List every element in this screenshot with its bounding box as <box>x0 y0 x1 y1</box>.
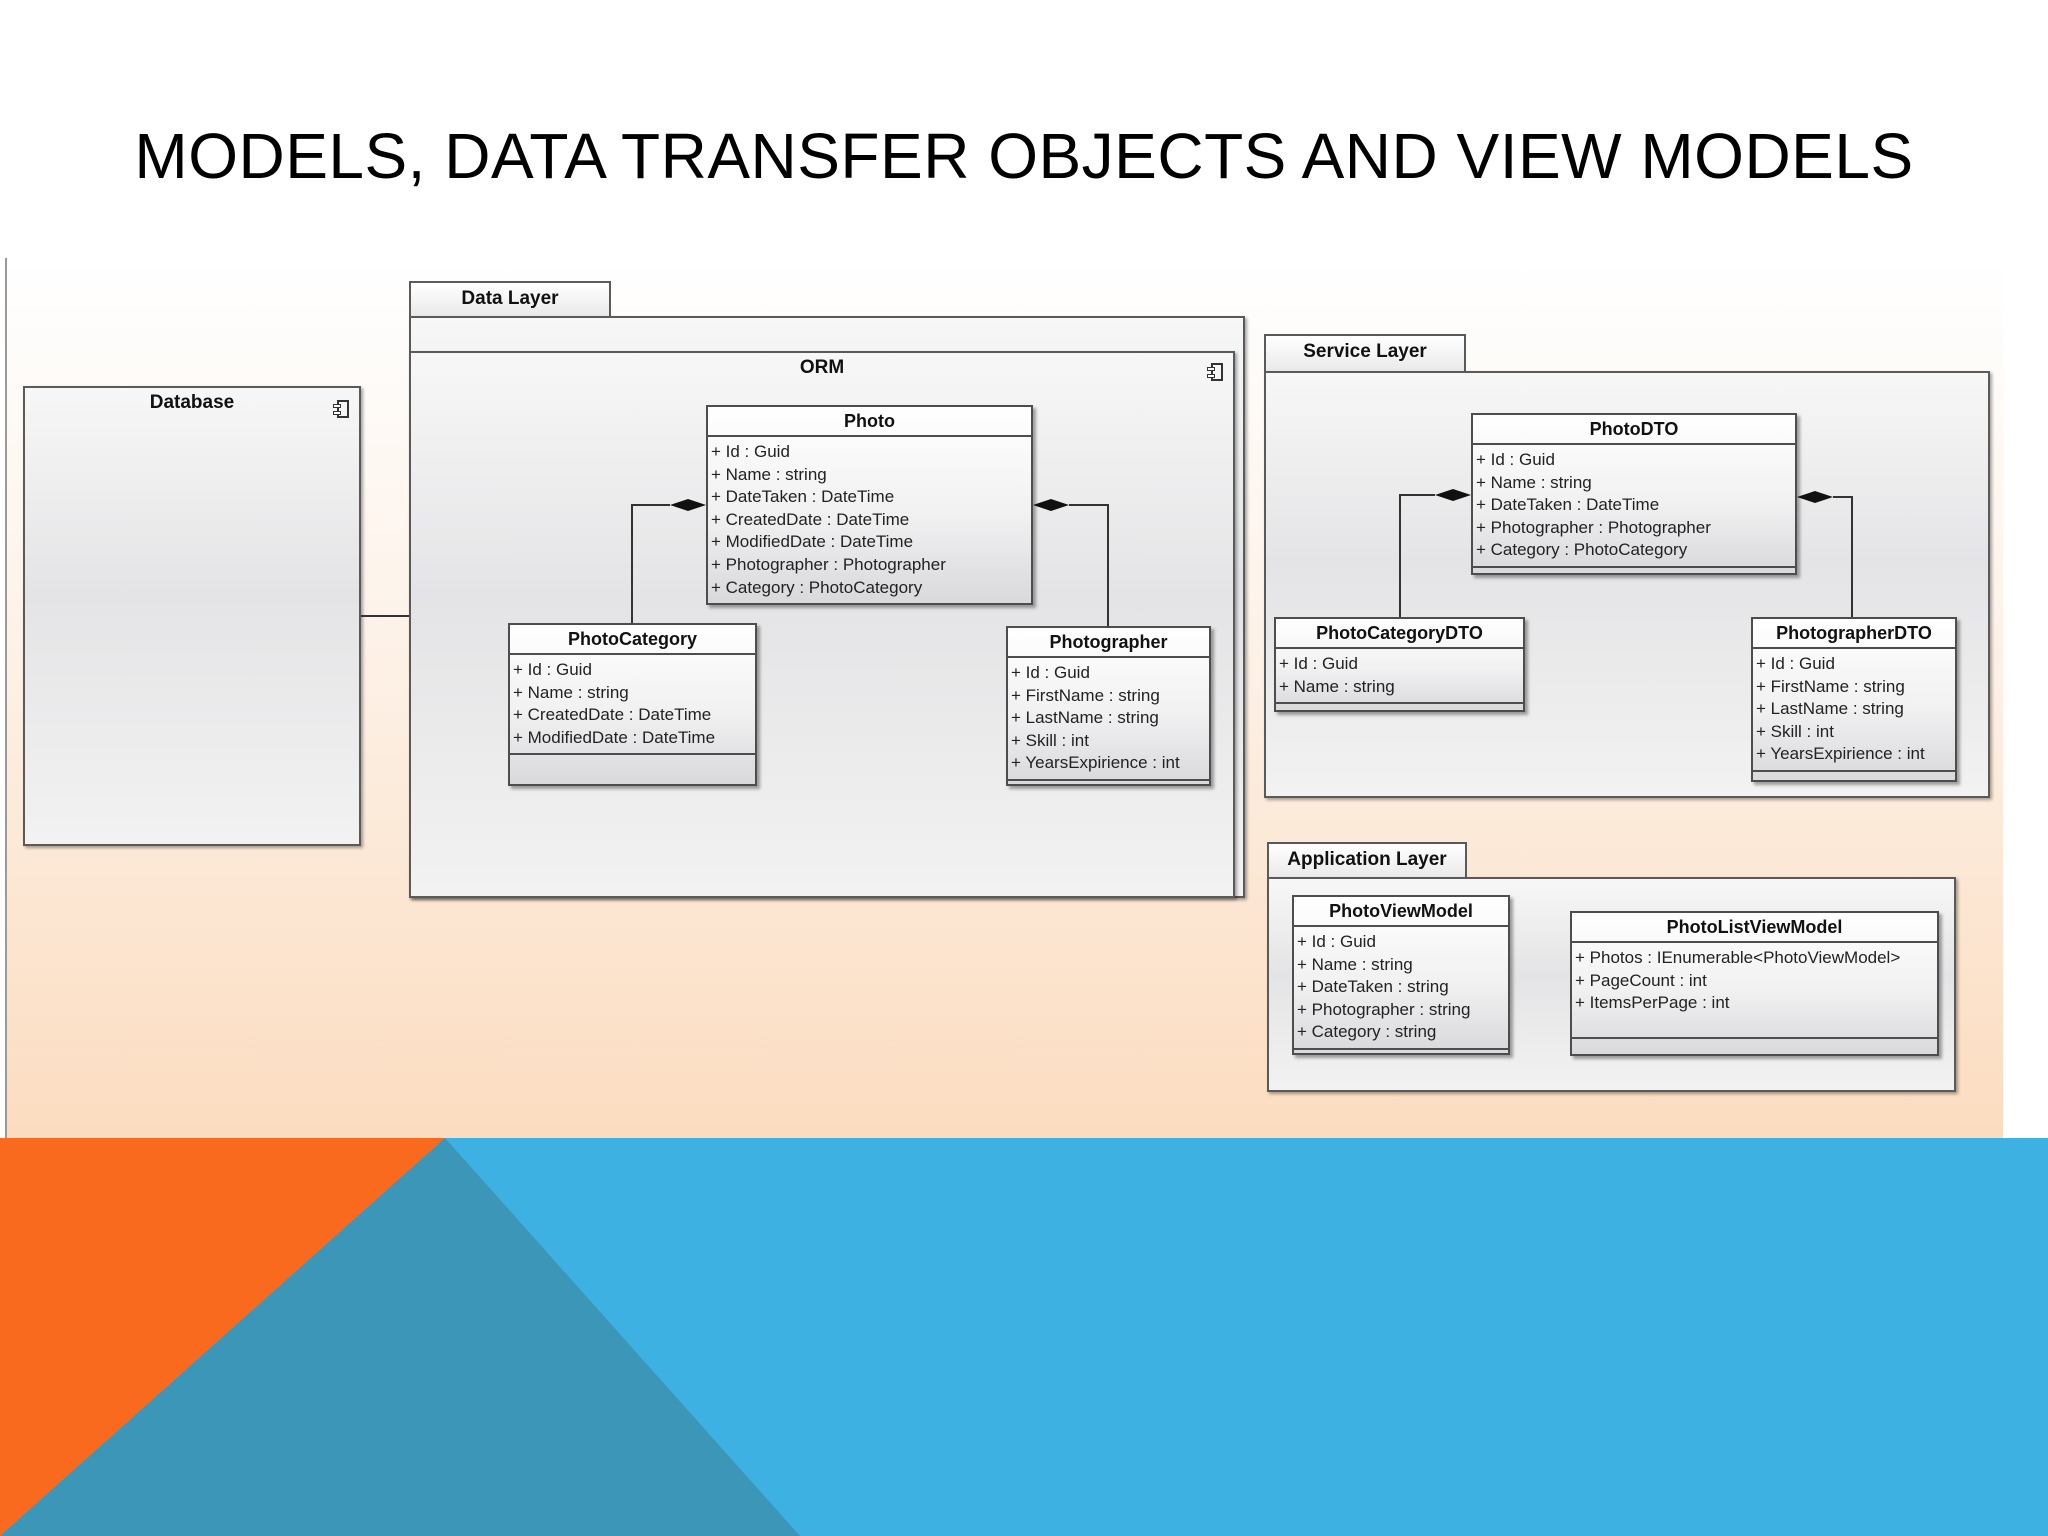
attribute: + CreatedDate : DateTime <box>513 705 712 725</box>
attribute: + Id : Guid <box>513 660 592 679</box>
operations-compartment <box>1473 568 1795 576</box>
slide-title: MODELS, DATA TRANSFER OBJECTS AND VIEW M… <box>134 120 1914 192</box>
attribute: + LastName : string <box>1756 699 1904 719</box>
attribute: + CreatedDate : DateTime <box>711 509 910 529</box>
class-name: Photo <box>708 407 1031 437</box>
data-layer-tab[interactable]: Data Layer <box>409 281 611 317</box>
attribute: + Id : Guid <box>711 442 790 461</box>
attribute: + Id : Guid <box>1476 450 1555 469</box>
class-name: PhotoDTO <box>1473 415 1795 445</box>
diagram-left-edge <box>5 258 7 1138</box>
attribute: + Skill : int <box>1011 730 1089 750</box>
database-component[interactable]: Database <box>23 386 361 846</box>
attribute-list: + Id : Guid + FirstName : string + LastN… <box>1753 649 1955 772</box>
service-layer-tab[interactable]: Service Layer <box>1264 334 1466 372</box>
attribute: + YearsExpirience : int <box>1756 744 1925 764</box>
application-layer-tab[interactable]: Application Layer <box>1267 842 1467 878</box>
operations-compartment <box>510 755 755 763</box>
orm-label: ORM <box>799 357 845 378</box>
attribute: + Photographer : string <box>1297 999 1471 1019</box>
attribute-list: + Id : Guid + Name : string + DateTaken … <box>1473 445 1795 568</box>
attribute: + LastName : string <box>1011 708 1159 728</box>
attribute: + FirstName : string <box>1011 685 1160 705</box>
component-icon <box>1207 363 1223 381</box>
class-photo-list-view-model[interactable]: PhotoListViewModel + Photos : IEnumerabl… <box>1570 911 1939 1056</box>
attribute: + Id : Guid <box>1756 654 1835 673</box>
class-photo-category-dto[interactable]: PhotoCategoryDTO + Id : Guid + Name : st… <box>1274 617 1525 712</box>
attribute: + Name : string <box>1279 676 1395 696</box>
class-photo-dto[interactable]: PhotoDTO + Id : Guid + Name : string + D… <box>1471 413 1797 575</box>
attribute: + Skill : int <box>1756 721 1834 741</box>
class-photo[interactable]: Photo + Id : Guid + Name : string + Date… <box>706 405 1033 606</box>
attribute: + PageCount : int <box>1575 970 1707 990</box>
attribute: + Name : string <box>1297 954 1413 974</box>
attribute: + Id : Guid <box>1297 932 1376 951</box>
attribute: + Category : PhotoCategory <box>1476 540 1688 560</box>
class-name: Photographer <box>1008 628 1209 658</box>
class-photo-category[interactable]: PhotoCategory + Id : Guid + Name : strin… <box>508 623 757 786</box>
attribute: + ItemsPerPage : int <box>1575 993 1730 1013</box>
operations-compartment <box>1008 781 1209 789</box>
attribute: + Id : Guid <box>1011 663 1090 682</box>
class-photographer[interactable]: Photographer + Id : Guid + FirstName : s… <box>1006 626 1211 786</box>
attribute: + Photographer : Photographer <box>1476 517 1711 537</box>
class-photographer-dto[interactable]: PhotographerDTO + Id : Guid + FirstName … <box>1751 617 1957 782</box>
attribute: + FirstName : string <box>1756 676 1905 696</box>
class-name: PhotoCategoryDTO <box>1276 619 1523 649</box>
attribute: + DateTaken : string <box>1297 977 1449 997</box>
operations-compartment <box>1276 704 1523 712</box>
attribute: + ModifiedDate : DateTime <box>711 532 914 552</box>
attribute: + Photos : IEnumerable<PhotoViewModel> <box>1575 948 1901 967</box>
attribute-list: + Id : Guid + Name : string + CreatedDat… <box>510 655 755 756</box>
attribute-list: + Id : Guid + Name : string + DateTaken … <box>1294 927 1508 1050</box>
footer-teal-shape <box>0 1138 800 1536</box>
class-name: PhotoViewModel <box>1294 897 1508 927</box>
attribute: + Name : string <box>1476 472 1592 492</box>
attribute-list: + Id : Guid + Name : string + DateTaken … <box>708 437 1031 606</box>
attribute: + Category : PhotoCategory <box>711 577 923 597</box>
attribute-list: + Id : Guid + Name : string <box>1276 649 1523 705</box>
attribute-list: + Id : Guid + FirstName : string + LastN… <box>1008 658 1209 781</box>
attribute: + YearsExpirience : int <box>1011 753 1180 773</box>
attribute: + Name : string <box>513 682 629 702</box>
class-name: PhotoCategory <box>510 625 755 655</box>
component-icon <box>333 400 349 418</box>
operations-compartment <box>1753 772 1955 780</box>
attribute: + ModifiedDate : DateTime <box>513 727 716 747</box>
database-label: Database <box>149 392 235 413</box>
class-name: PhotographerDTO <box>1753 619 1955 649</box>
class-name: PhotoListViewModel <box>1572 913 1937 943</box>
footer-decoration <box>0 1138 2048 1536</box>
attribute: + Name : string <box>711 464 827 484</box>
attribute: + DateTaken : DateTime <box>1476 495 1660 515</box>
operations-compartment <box>1572 1039 1937 1047</box>
attribute-list: + Photos : IEnumerable<PhotoViewModel> +… <box>1572 943 1937 1039</box>
operations-compartment <box>1294 1050 1508 1058</box>
attribute: + DateTaken : DateTime <box>711 487 895 507</box>
attribute: + Id : Guid <box>1279 654 1358 673</box>
attribute: + Category : string <box>1297 1022 1437 1042</box>
operations-compartment <box>708 605 1031 613</box>
class-photo-view-model[interactable]: PhotoViewModel + Id : Guid + Name : stri… <box>1292 895 1510 1055</box>
attribute: + Photographer : Photographer <box>711 554 946 574</box>
